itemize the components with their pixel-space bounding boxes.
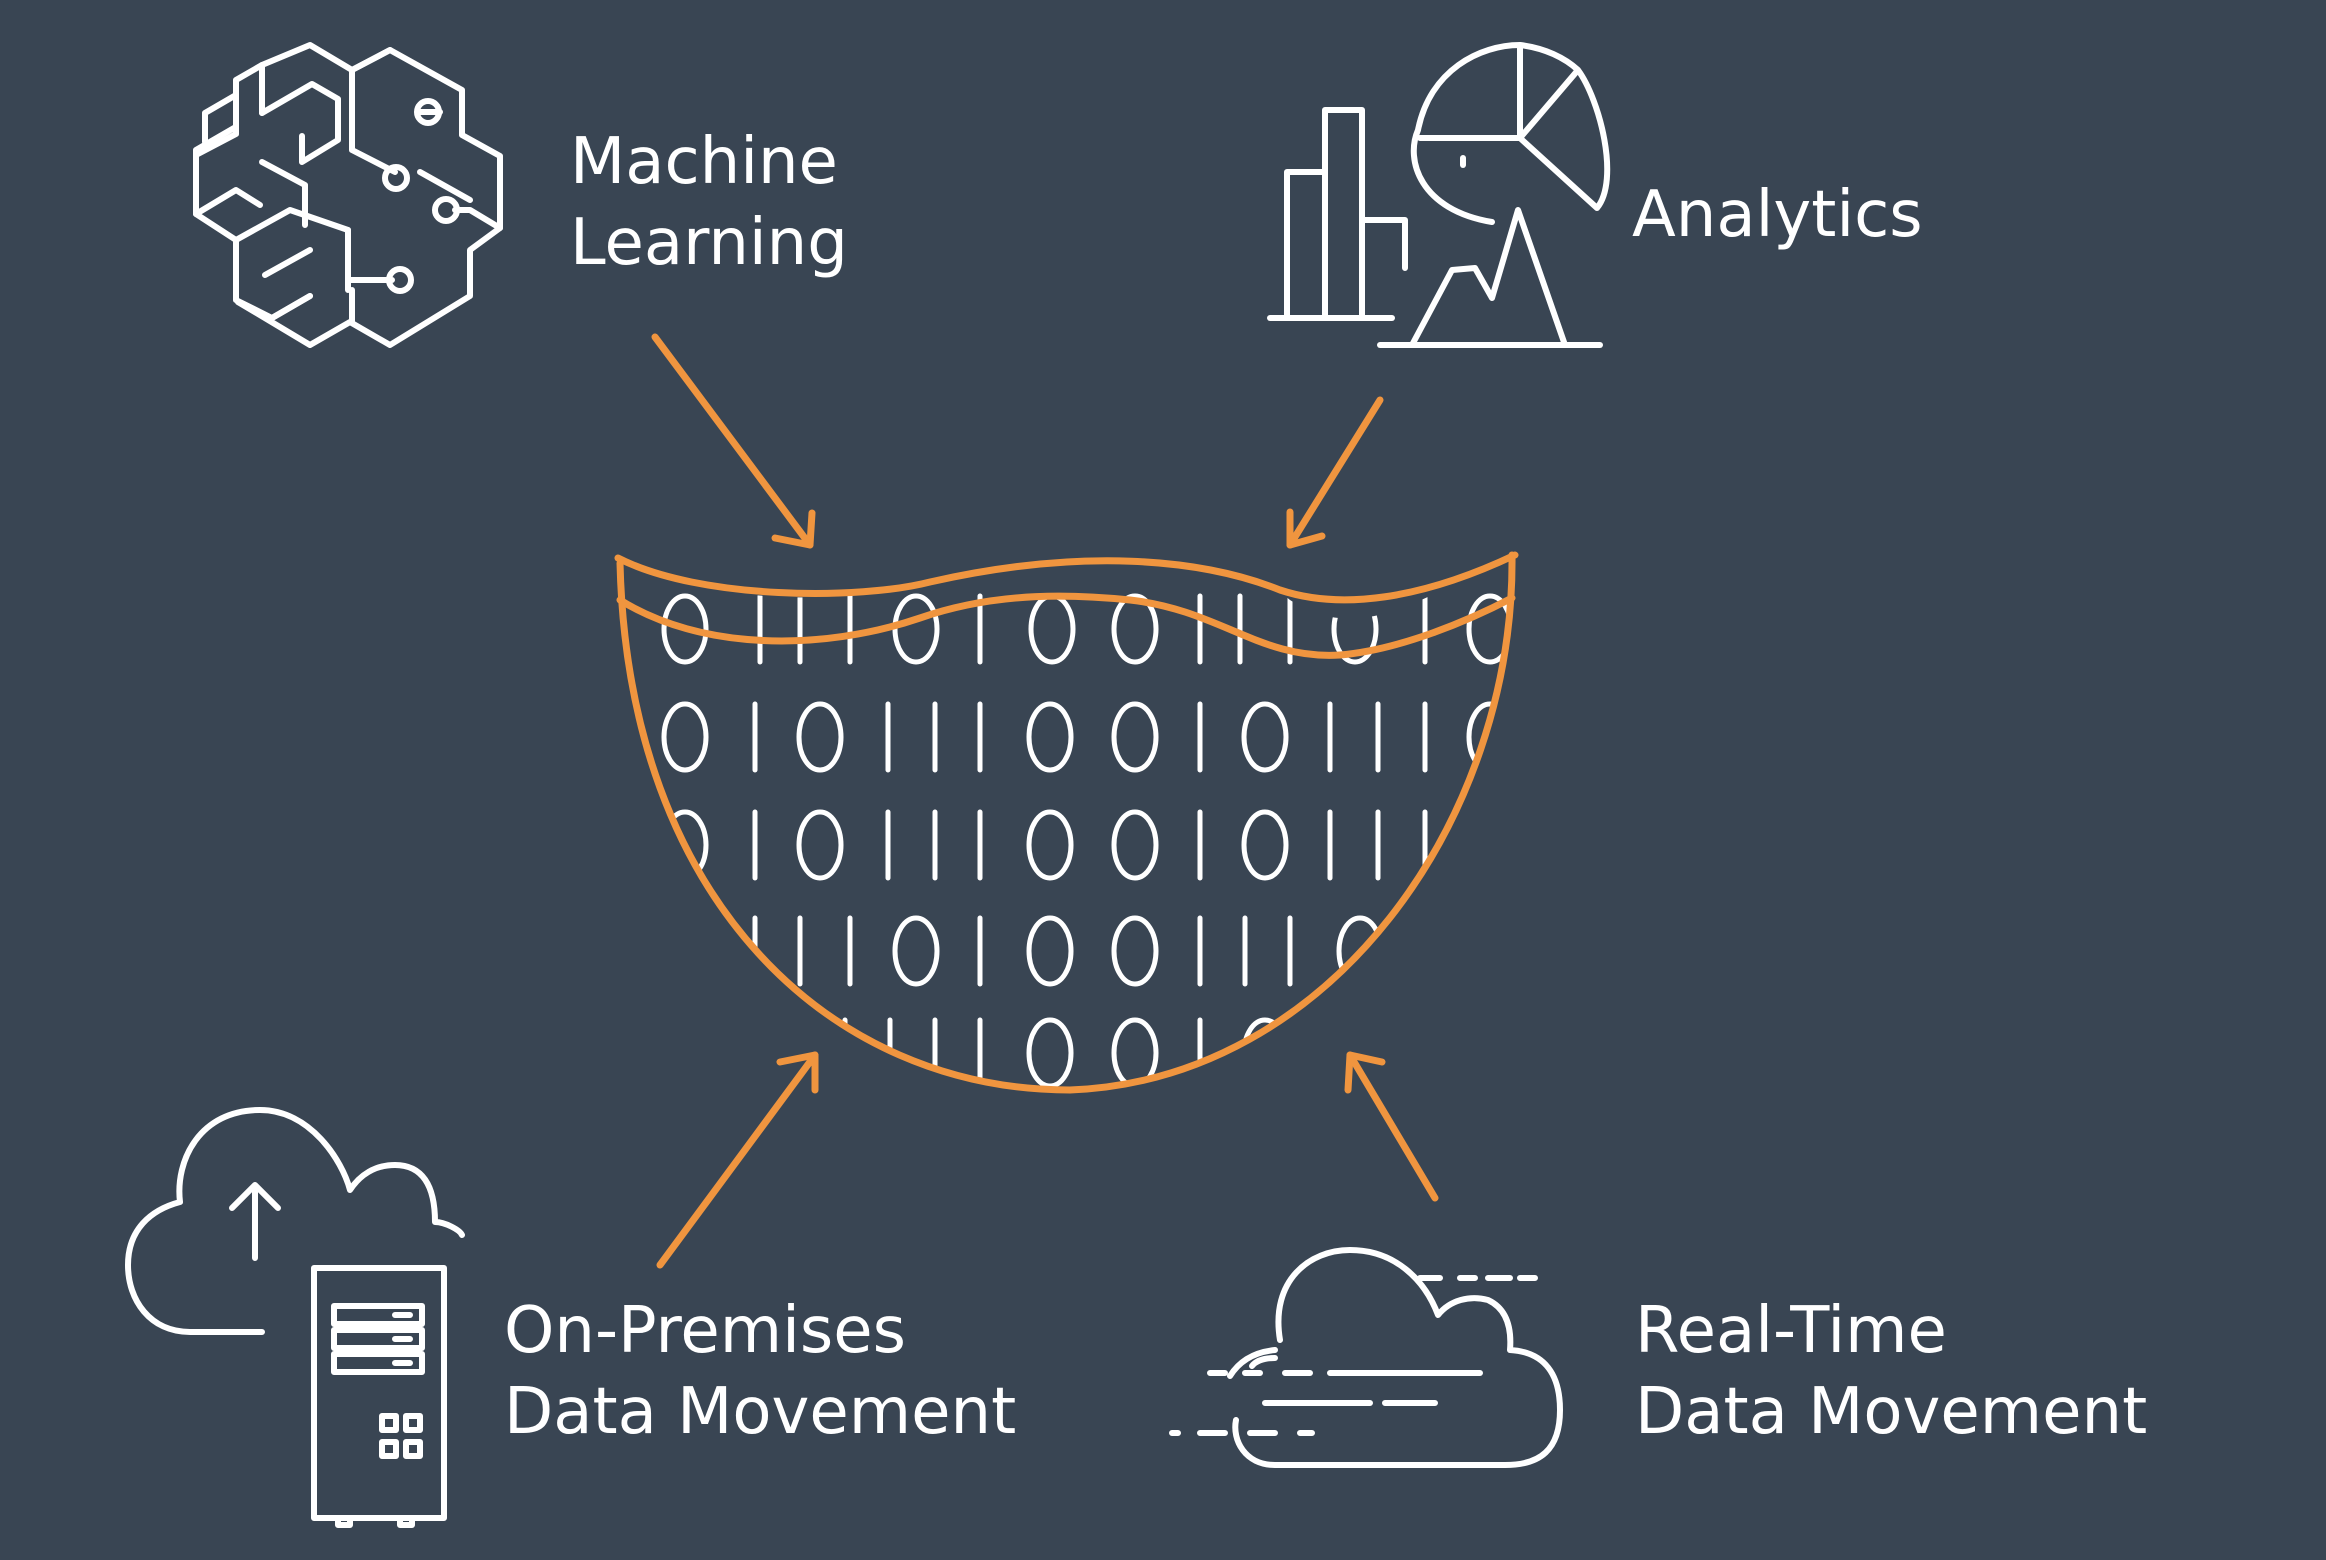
machine-learning-label: Machine Learning: [570, 122, 848, 284]
on-premises-label: On-Premises Data Movement: [504, 1291, 1016, 1453]
arrow-onprem-to-lake: [656, 1051, 819, 1269]
charts-icon: [1267, 42, 1611, 348]
on-premises-label-line-1: On-Premises: [504, 1294, 906, 1368]
real-time-label: Real-Time Data Movement: [1635, 1291, 2147, 1453]
machine-learning-label-line-2: Learning: [570, 206, 848, 280]
analytics-label-text: Analytics: [1632, 178, 1923, 252]
arrow-ml-to-lake: [651, 333, 816, 549]
cloud-upload-server-icon: [125, 1107, 465, 1528]
machine-learning-label-line-1: Machine: [570, 125, 838, 199]
arrow-analytics-to-lake: [1286, 396, 1384, 549]
analytics-label: Analytics: [1632, 175, 1923, 256]
arrow-realtime-to-lake: [1344, 1051, 1439, 1202]
brain-circuit-icon: [193, 42, 503, 348]
real-time-label-line-1: Real-Time: [1635, 1294, 1947, 1368]
data-lake-icon: [614, 551, 1519, 1094]
on-premises-label-line-2: Data Movement: [504, 1375, 1017, 1449]
binary-data-pattern: [661, 593, 1511, 1089]
cloud-streaming-icon: [1169, 1247, 1563, 1468]
real-time-label-line-2: Data Movement: [1635, 1375, 2148, 1449]
